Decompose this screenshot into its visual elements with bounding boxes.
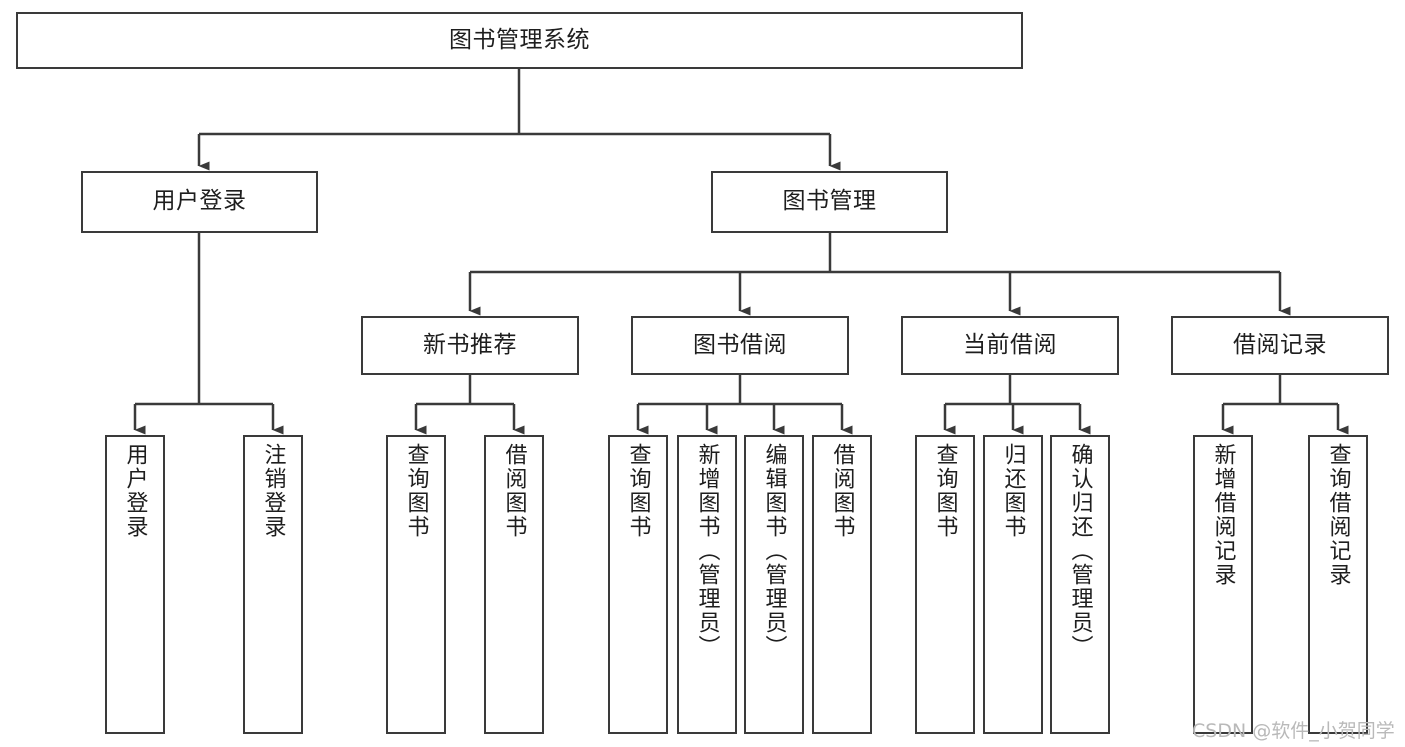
node-leaf-query-book-recommend-label: 查询图书	[403, 443, 429, 539]
node-borrow-record-label: 借阅记录	[1233, 331, 1327, 358]
node-borrow-record[interactable]: 借阅记录	[1171, 316, 1389, 375]
node-root[interactable]: 图书管理系统	[16, 12, 1023, 69]
node-leaf-add-borrow-record[interactable]: 新增借阅记录	[1193, 435, 1253, 734]
node-leaf-query-book-borrow-label: 查询图书	[625, 443, 651, 539]
node-book-manage-label: 图书管理	[782, 188, 877, 215]
node-leaf-user-login-label: 用户登录	[122, 443, 148, 539]
node-leaf-add-book-admin-label: 新增图书（管理员）	[694, 443, 720, 659]
node-leaf-edit-book-admin-label: 编辑图书（管理员）	[761, 443, 787, 659]
node-leaf-edit-book-admin[interactable]: 编辑图书（管理员）	[744, 435, 804, 734]
node-book-borrow-label: 图书借阅	[693, 331, 787, 358]
node-leaf-borrow-book-recommend[interactable]: 借阅图书	[484, 435, 544, 734]
node-leaf-query-book-current-label: 查询图书	[932, 443, 958, 539]
node-leaf-user-logout-label: 注销登录	[260, 443, 286, 539]
node-leaf-query-book-recommend[interactable]: 查询图书	[386, 435, 446, 734]
node-user-login[interactable]: 用户登录	[81, 171, 318, 233]
node-book-manage[interactable]: 图书管理	[711, 171, 948, 233]
node-leaf-borrow-book-recommend-label: 借阅图书	[501, 443, 527, 539]
node-leaf-add-borrow-record-label: 新增借阅记录	[1210, 443, 1236, 587]
node-current-borrow[interactable]: 当前借阅	[901, 316, 1119, 375]
node-user-login-label: 用户登录	[152, 188, 247, 215]
node-leaf-borrow-book[interactable]: 借阅图书	[812, 435, 872, 734]
node-leaf-confirm-return-admin-label: 确认归还（管理员）	[1067, 443, 1093, 659]
node-leaf-add-book-admin[interactable]: 新增图书（管理员）	[677, 435, 737, 734]
node-leaf-return-book-label: 归还图书	[1000, 443, 1026, 539]
node-leaf-confirm-return-admin[interactable]: 确认归还（管理员）	[1050, 435, 1110, 734]
node-current-borrow-label: 当前借阅	[963, 331, 1057, 358]
node-leaf-query-borrow-record-label: 查询借阅记录	[1325, 443, 1351, 587]
node-leaf-return-book[interactable]: 归还图书	[983, 435, 1043, 734]
node-leaf-user-logout[interactable]: 注销登录	[243, 435, 303, 734]
node-leaf-borrow-book-label: 借阅图书	[829, 443, 855, 539]
node-leaf-query-book-borrow[interactable]: 查询图书	[608, 435, 668, 734]
node-leaf-user-login[interactable]: 用户登录	[105, 435, 165, 734]
node-leaf-query-book-current[interactable]: 查询图书	[915, 435, 975, 734]
node-new-book-recommend[interactable]: 新书推荐	[361, 316, 579, 375]
node-new-book-recommend-label: 新书推荐	[423, 331, 517, 358]
node-root-label: 图书管理系统	[449, 26, 590, 53]
node-leaf-query-borrow-record[interactable]: 查询借阅记录	[1308, 435, 1368, 734]
csdn-watermark: CSDN @软件_小贺同学	[1192, 720, 1395, 742]
node-book-borrow[interactable]: 图书借阅	[631, 316, 849, 375]
